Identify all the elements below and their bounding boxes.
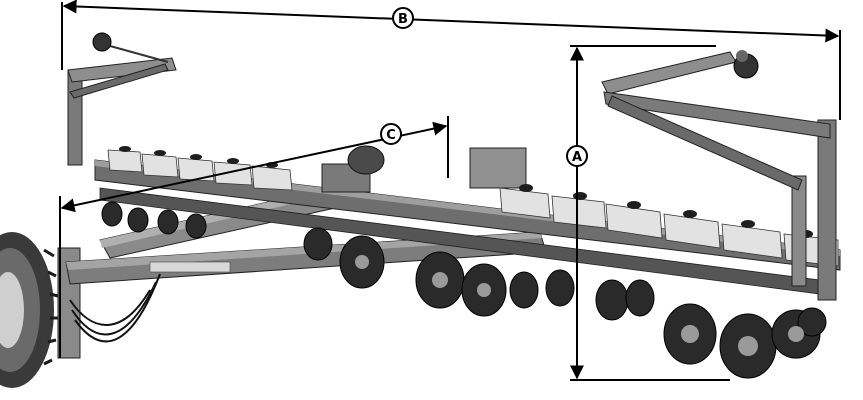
- dimension-b: B: [61, 0, 841, 120]
- dimension-b-label: B: [398, 12, 408, 27]
- dimension-a: A: [566, 45, 730, 381]
- row-unit-wheels: [101, 201, 827, 379]
- tractor-tire: [0, 232, 59, 388]
- dimension-c: C: [59, 116, 449, 358]
- dimension-a-label: A: [572, 150, 582, 165]
- right-marker-arm: [601, 50, 837, 301]
- left-marker-arm: [67, 32, 177, 166]
- dimension-c-label: C: [386, 128, 396, 143]
